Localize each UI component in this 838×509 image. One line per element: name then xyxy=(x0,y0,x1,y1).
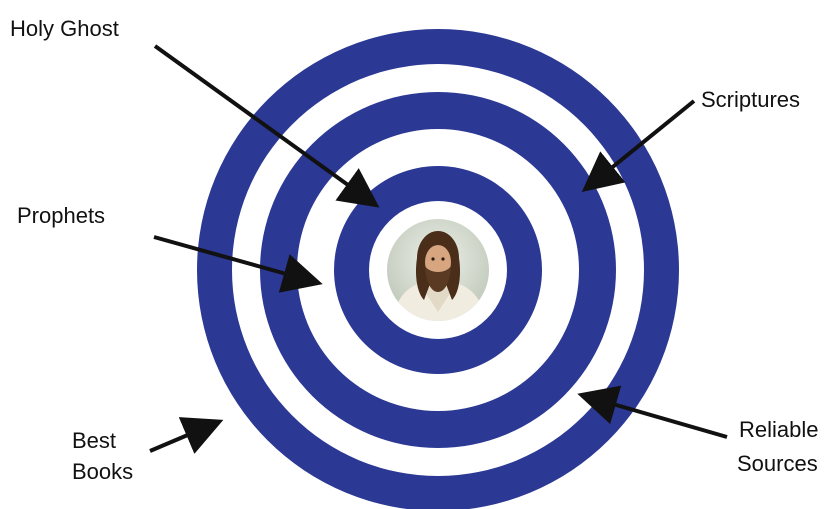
portrait-icon xyxy=(387,219,489,321)
label-holy-ghost: Holy Ghost xyxy=(10,16,119,41)
arrow-best-books xyxy=(150,423,216,451)
label-reliable-sources-line1: Reliable xyxy=(739,417,819,442)
label-best-books-line1: Best xyxy=(72,428,116,453)
label-prophets: Prophets xyxy=(17,203,105,228)
label-best-books-line2: Books xyxy=(72,459,133,484)
label-scriptures: Scriptures xyxy=(701,87,800,112)
label-reliable-sources-line2: Sources xyxy=(737,451,818,476)
